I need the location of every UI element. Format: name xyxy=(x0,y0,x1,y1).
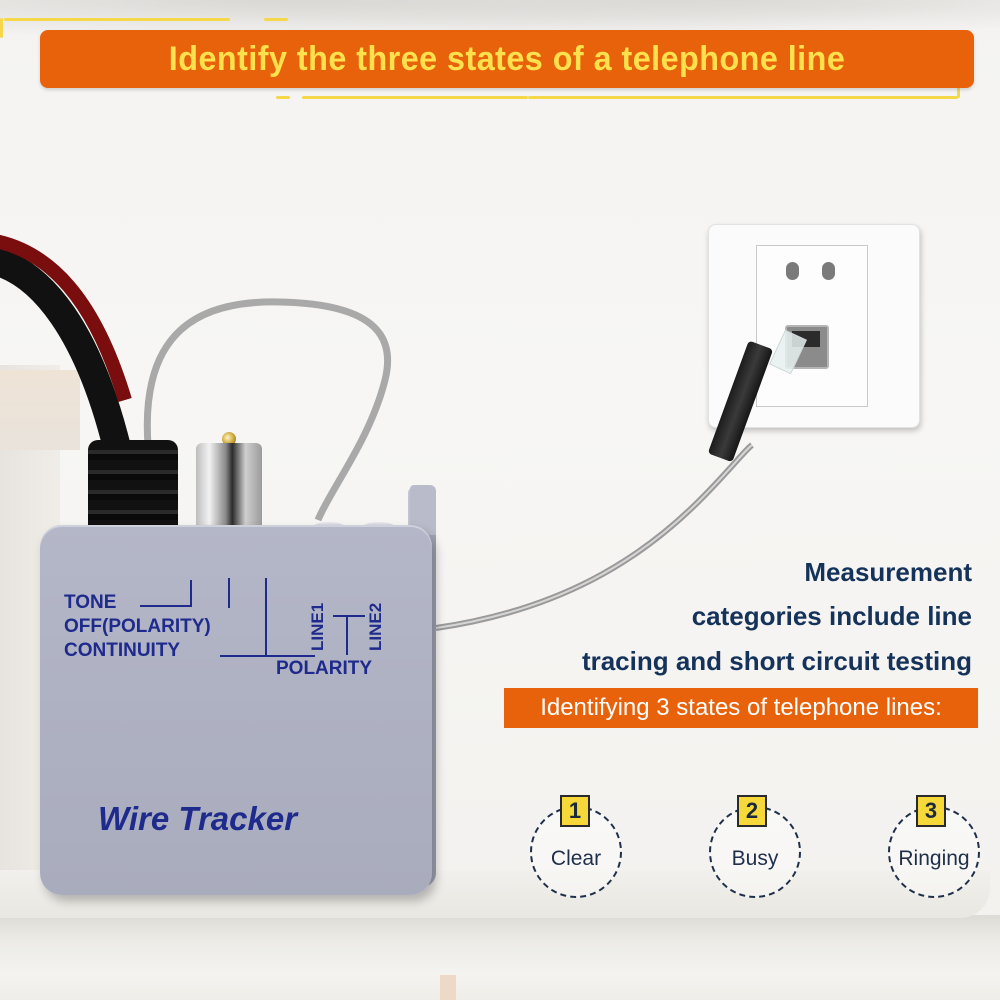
state-number-badge: 1 xyxy=(560,795,590,827)
deco-line-bottom-right-2 xyxy=(528,96,958,99)
tone-line-v xyxy=(190,580,192,607)
socket-pin-left xyxy=(786,262,799,280)
grey-loop-cable-icon xyxy=(143,298,392,522)
state-label: Ringing xyxy=(898,847,970,870)
red-lead-icon xyxy=(0,234,132,403)
socket-pin-right xyxy=(822,262,835,280)
label-off-polarity: OFF(POLARITY) xyxy=(64,616,211,637)
label-polarity: POLARITY xyxy=(276,658,373,679)
polarity-line-h xyxy=(333,615,365,617)
shelf-corner xyxy=(0,370,80,450)
deco-line-top-corner xyxy=(0,18,3,38)
title-banner: Identify the three states of a telephone… xyxy=(40,30,974,88)
state-label: Clear xyxy=(550,847,602,870)
state-number-badge: 3 xyxy=(916,795,946,827)
label-line1: LINE1 xyxy=(308,602,327,651)
black-lead-icon xyxy=(0,248,134,464)
label-line2: LINE2 xyxy=(366,602,385,651)
feature-line-3: tracing and short circuit testing xyxy=(581,646,972,676)
polarity-line-v xyxy=(346,615,348,655)
wire-tracker-device: TONE OFF(POLARITY) CONTINUITY LINE1 LINE… xyxy=(40,525,432,895)
states-banner-text: Identifying 3 states of telephone lines: xyxy=(540,694,942,721)
device-brand: Wire Tracker xyxy=(98,800,298,837)
continuity-line xyxy=(220,655,315,657)
off-line-v xyxy=(228,578,230,608)
tone-line xyxy=(140,605,190,607)
cable-strain-relief xyxy=(88,440,178,540)
deco-line-top-dash xyxy=(264,18,288,21)
shelf-front xyxy=(0,915,1000,1000)
label-tone: TONE xyxy=(64,592,117,613)
feature-line-1: Measurement xyxy=(804,557,972,587)
probe-tip-icon xyxy=(222,432,236,446)
probe-barrel xyxy=(196,443,262,541)
deco-line-bottom-right-1 xyxy=(302,96,528,99)
deco-line-top-left xyxy=(4,18,230,21)
deco-line-bottom-dash xyxy=(276,96,290,99)
feature-line-2: categories include line xyxy=(691,601,972,631)
shelf-leg xyxy=(440,975,456,1000)
page-title: Identify the three states of a telephone… xyxy=(168,39,846,78)
label-continuity: CONTINUITY xyxy=(64,640,181,661)
continuity-line-v xyxy=(265,578,267,656)
state-label: Busy xyxy=(731,847,779,870)
state-number-badge: 2 xyxy=(737,795,767,827)
states-banner: Identifying 3 states of telephone lines: xyxy=(504,688,978,728)
